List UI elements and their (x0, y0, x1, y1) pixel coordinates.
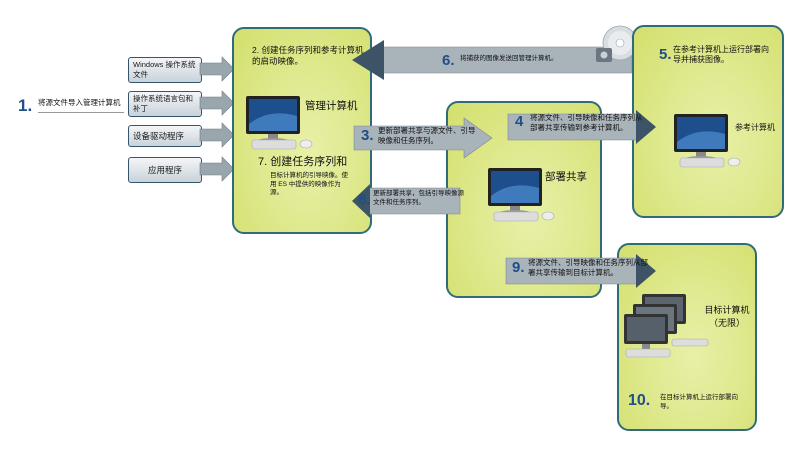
step5-text: 在参考计算机上运行部署向导并捕获图像。 (673, 45, 775, 65)
step10-text: 在目标计算机上运行部署向导。 (660, 393, 748, 411)
step8-text: 更新部署共享，包括引导映像源文件和任务序列。 (373, 190, 465, 207)
source-language-packs: 操作系统语言包和补丁 (128, 91, 202, 117)
source-device-drivers: 设备驱动程序 (128, 125, 202, 147)
step3-text: 更新部署共享与源文件、引导映像和任务序列。 (378, 126, 478, 145)
source-device-drivers-label: 设备驱动程序 (133, 131, 184, 141)
step2-text: 2. 创建任务序列和参考计算机的启动映像。 (252, 45, 364, 67)
step6-text: 将捕获的图像发送回管理计算机。 (460, 54, 600, 64)
source-windows-os-files: Windows 操作系统文件 (128, 57, 202, 83)
step5-number: 5. (659, 46, 672, 63)
step7-title: 7. 创建任务序列和 (258, 153, 347, 169)
management-computer-label: 管理计算机 (305, 98, 358, 113)
step9-number: 9. (512, 259, 525, 276)
target-computer-label: 目标计算机（无限） (701, 304, 753, 330)
reference-computer-label: 参考计算机 (735, 122, 775, 133)
step4-number: 4 (515, 113, 523, 130)
step9-text: 将源文件、引导映像和任务序列从部署共享传输到目标计算机。 (528, 258, 650, 277)
source-windows-os-files-label: Windows 操作系统文件 (133, 60, 197, 80)
step8-number: 8. (358, 191, 371, 208)
step7-text: 目标计算机的引导映像。使用 ES 中提供的映像作为源。 (270, 172, 352, 198)
source-arrow-3 (200, 123, 234, 147)
step1-underline (38, 112, 124, 113)
source-arrow-2 (200, 91, 234, 115)
step4-text: 将源文件、引导映像和任务序列从部署共享传输到参考计算机。 (530, 113, 648, 132)
step3-number: 3. (361, 127, 374, 144)
source-applications-label: 应用程序 (148, 165, 182, 175)
source-arrow-1 (200, 57, 234, 81)
deployment-share-label: 部署共享 (545, 169, 587, 184)
source-arrow-4 (200, 157, 234, 181)
step1-number: 1. (18, 96, 32, 116)
step10-number: 10. (628, 392, 650, 410)
step6-number: 6. (442, 52, 455, 69)
source-applications: 应用程序 (128, 157, 202, 183)
source-language-packs-label: 操作系统语言包和补丁 (133, 94, 197, 114)
step1-text: 将源文件导入管理计算机 (38, 98, 128, 108)
